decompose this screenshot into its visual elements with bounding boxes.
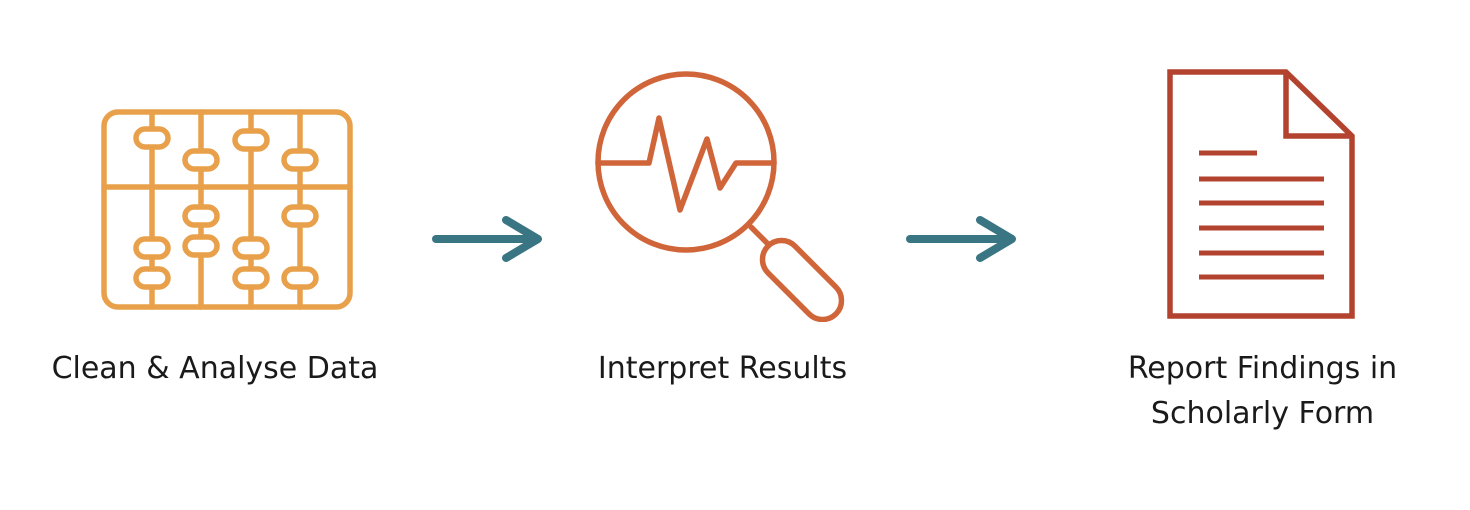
- step-label-line: Clean & Analyse Data: [51, 351, 379, 386]
- step-label-line: Report Findings in: [1127, 351, 1398, 386]
- step-label-line: Interpret Results: [597, 351, 848, 386]
- document-icon: [1167, 69, 1355, 319]
- magnifier-pulse-icon: [595, 71, 845, 322]
- step-label-interpret: Interpret Results: [560, 346, 885, 391]
- arrow-right-icon: [432, 216, 542, 262]
- step-label-report: Report Findings in Scholarly Form: [1090, 346, 1435, 436]
- arrow-right-icon: [906, 216, 1016, 262]
- abacus-icon: [101, 109, 353, 310]
- step-label-line: Scholarly Form: [1150, 396, 1375, 431]
- step-label-clean-analyse: Clean & Analyse Data: [40, 346, 390, 391]
